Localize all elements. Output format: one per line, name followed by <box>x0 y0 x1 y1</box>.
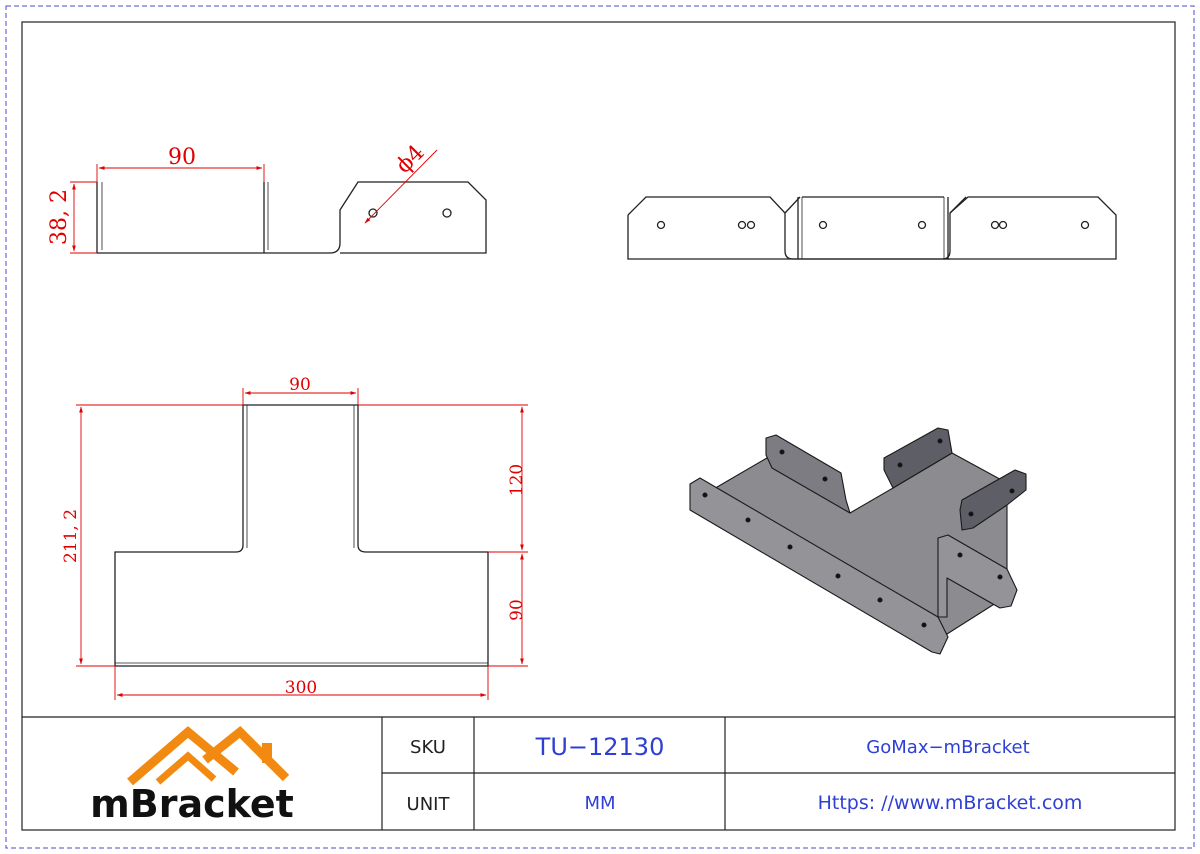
dim-total-height: 211, 2 <box>61 509 81 563</box>
sku-label: SKU <box>410 737 446 758</box>
inner-frame <box>21 21 1176 831</box>
hole-icon <box>1009 488 1015 494</box>
hole-icon <box>917 220 927 230</box>
hole-icon <box>921 622 927 628</box>
dim-top-width: 90 <box>289 375 311 395</box>
hole-icon <box>998 220 1008 230</box>
roof-icon <box>202 725 290 782</box>
hole-icon <box>822 476 828 482</box>
front-view <box>627 196 1117 260</box>
hole-icon <box>897 462 903 468</box>
hole-icon <box>787 544 793 550</box>
hole-icon <box>937 438 943 444</box>
dim-total-width: 300 <box>285 678 317 698</box>
hole-icon <box>957 552 963 558</box>
dim-stem-height: 120 <box>507 464 527 496</box>
hole-icon <box>779 449 785 455</box>
hole-icon <box>442 208 452 218</box>
brand-name: GoMax−mBracket <box>866 737 1029 758</box>
hole-icon <box>746 220 756 230</box>
hole-icon <box>1080 220 1090 230</box>
hole-icon <box>656 220 666 230</box>
side-view <box>96 181 487 254</box>
hole-icon <box>702 492 708 498</box>
logo-text: mBracket <box>90 782 294 826</box>
dim-hole-diameter: ϕ4 <box>391 140 429 178</box>
title-block <box>22 716 1175 830</box>
dim-side-height: 38, 2 <box>47 189 72 245</box>
roof-icon <box>155 751 217 785</box>
chimney-icon <box>262 743 272 763</box>
dim-base-height: 90 <box>507 599 527 621</box>
unit-value: MM <box>584 793 615 814</box>
hole-icon <box>737 220 747 230</box>
isometric-view <box>689 427 1027 655</box>
outer-dashed-border <box>5 5 1195 849</box>
hole-icon <box>968 511 974 517</box>
website-link[interactable]: Https: //www.mBracket.com <box>818 792 1083 814</box>
dim-side-width: 90 <box>168 145 196 170</box>
hole-icon <box>818 220 828 230</box>
hole-icon <box>745 517 751 523</box>
sku-value: TU−12130 <box>535 733 665 761</box>
mbracket-logo: mBracket <box>90 725 294 826</box>
top-view <box>114 404 489 667</box>
roof-icon <box>127 726 239 786</box>
hole-icon <box>835 573 841 579</box>
unit-label: UNIT <box>407 794 451 815</box>
hole-icon <box>997 574 1003 580</box>
hole-icon <box>990 220 1000 230</box>
side-view-dimensions <box>70 149 438 254</box>
hole-icon <box>368 208 378 218</box>
top-view-dimensions <box>76 388 528 700</box>
hole-icon <box>877 597 883 603</box>
